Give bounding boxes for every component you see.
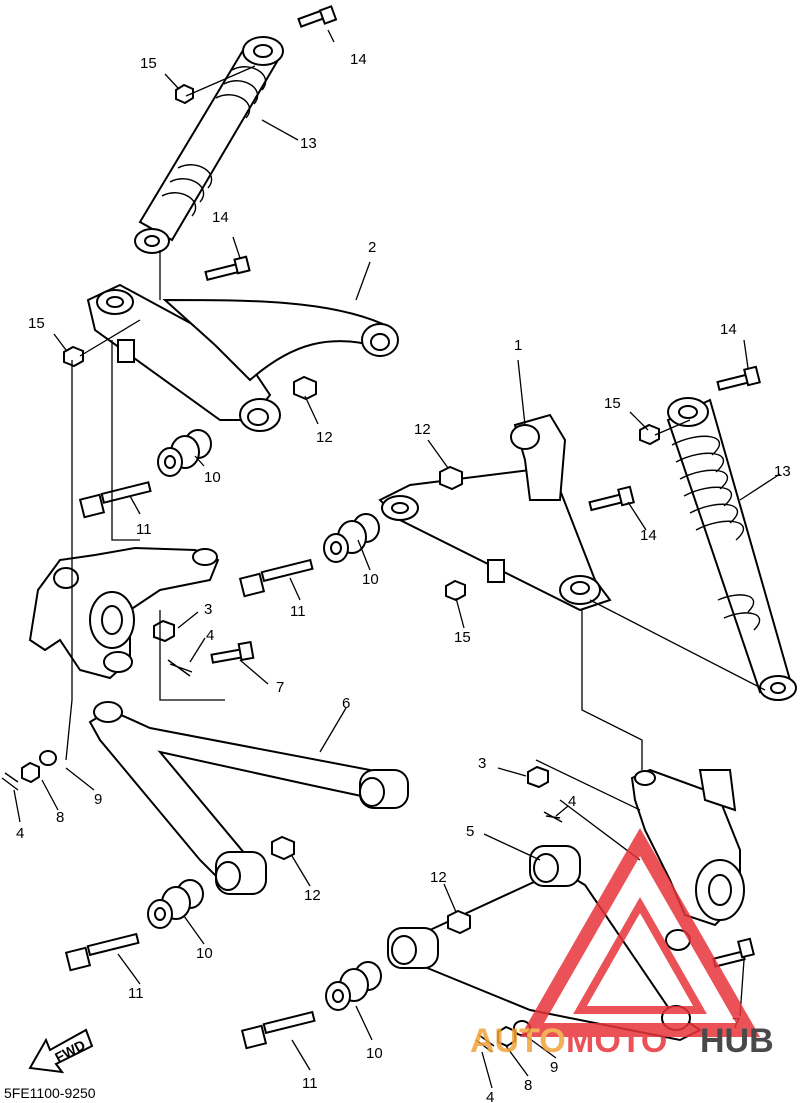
bolt-11-left bbox=[78, 481, 152, 519]
callout-12-lower-left: 12 bbox=[304, 887, 321, 904]
bushing-10-upper-left bbox=[157, 429, 212, 477]
callout-15-right: 15 bbox=[604, 395, 621, 412]
cotter-pin-4-left bbox=[1, 772, 19, 791]
callout-10-mid: 10 bbox=[362, 571, 379, 588]
callout-14-mid-right: 14 bbox=[640, 527, 657, 544]
callout-3-left: 3 bbox=[204, 601, 212, 618]
callout-13-top: 13 bbox=[300, 135, 317, 152]
bolt-7-left bbox=[210, 640, 255, 664]
bolt-11-lower-right bbox=[240, 1010, 316, 1050]
callout-14-top: 14 bbox=[350, 51, 367, 68]
callout-12-upper-left: 12 bbox=[316, 429, 333, 446]
bushing-10-lower-right bbox=[325, 961, 382, 1011]
callout-15-left: 15 bbox=[28, 315, 45, 332]
callout-4-left: 4 bbox=[16, 825, 24, 842]
callout-11-lower-left: 11 bbox=[128, 985, 144, 1002]
shock-absorber-left bbox=[134, 36, 284, 254]
watermark-text-auto: AUTO bbox=[470, 1022, 566, 1060]
nut-15-mid bbox=[445, 579, 466, 602]
callout-2: 2 bbox=[368, 239, 376, 256]
cotter-pin-4-left-mid bbox=[167, 659, 193, 677]
callout-12-mid: 12 bbox=[414, 421, 431, 438]
callout-4-right: 4 bbox=[486, 1089, 494, 1103]
callout-7-left: 7 bbox=[276, 679, 284, 696]
leader-lines bbox=[13, 29, 781, 1089]
bolt-11-lower-left bbox=[64, 932, 140, 972]
nut-15-top bbox=[175, 83, 194, 105]
nut-3-right bbox=[527, 765, 549, 789]
collar-12-upper-left bbox=[293, 375, 317, 401]
washer-9-left bbox=[39, 750, 57, 766]
nut-15-right bbox=[639, 423, 660, 446]
callout-1: 1 bbox=[514, 337, 522, 354]
callout-9-right: 9 bbox=[550, 1059, 558, 1076]
callout-5: 5 bbox=[466, 823, 474, 840]
bushing-10-lower-left bbox=[147, 879, 204, 929]
lower-arm-right bbox=[387, 845, 702, 1042]
callout-numbers: 2 1 13 14 15 14 15 12 10 11 3 4 7 6 9 8 … bbox=[16, 51, 791, 1103]
bolt-14-mid-right bbox=[588, 485, 635, 512]
knuckle-left bbox=[28, 546, 220, 680]
cotter-pin-4-right-mid bbox=[543, 811, 563, 823]
nut-8-right bbox=[497, 1025, 516, 1048]
collar-12-lower-right bbox=[447, 909, 471, 935]
callout-15-top: 15 bbox=[140, 55, 157, 72]
callout-14-mid-left: 14 bbox=[212, 209, 229, 226]
watermark-triangle-icon bbox=[519, 827, 761, 1037]
bolt-11-mid bbox=[238, 558, 314, 598]
callout-10-upper-left: 10 bbox=[204, 469, 221, 486]
cotter-pin-4-right bbox=[475, 1034, 495, 1053]
callout-10-lower-left: 10 bbox=[196, 945, 213, 962]
callout-11-lower-right: 11 bbox=[302, 1075, 318, 1092]
watermark-text-moto: MOTO bbox=[566, 1022, 667, 1060]
lower-arm-left bbox=[88, 701, 409, 895]
bolt-14-top bbox=[297, 5, 338, 28]
callout-11-left: 11 bbox=[136, 521, 152, 538]
bolt-14-right bbox=[716, 365, 761, 391]
knuckle-right bbox=[630, 768, 745, 951]
callout-10-lower-right: 10 bbox=[366, 1045, 383, 1062]
nut-3-left bbox=[153, 619, 175, 643]
callout-3-right: 3 bbox=[478, 755, 486, 772]
callout-8-left: 8 bbox=[56, 809, 64, 826]
nut-15-left bbox=[63, 345, 84, 368]
collar-12-lower-left bbox=[271, 835, 295, 861]
bolt-7-right bbox=[712, 937, 755, 968]
upper-arm-left bbox=[86, 283, 399, 432]
collar-12-mid bbox=[439, 465, 463, 491]
part-code: 5FE1100-9250 bbox=[4, 1085, 96, 1101]
callout-4-left-mid: 4 bbox=[206, 627, 214, 644]
callout-11-mid: 11 bbox=[290, 603, 306, 620]
callout-15-mid: 15 bbox=[454, 629, 471, 646]
callout-6: 6 bbox=[342, 695, 350, 712]
watermark-text-hub: HUB bbox=[700, 1022, 774, 1060]
shock-absorber-right bbox=[666, 397, 797, 701]
nut-8-left bbox=[21, 761, 40, 784]
assembly-lines bbox=[65, 65, 766, 861]
callout-14-right: 14 bbox=[720, 321, 737, 338]
callout-13-right: 13 bbox=[774, 463, 791, 480]
upper-arm-right bbox=[378, 413, 612, 612]
bushing-10-mid bbox=[323, 513, 380, 563]
bolt-14-mid-left bbox=[204, 255, 251, 281]
callout-4-right-mid: 4 bbox=[568, 793, 576, 810]
callout-12-lower-right: 12 bbox=[430, 869, 447, 886]
automotohub-watermark: AUTO MOTO HUB bbox=[470, 827, 774, 1060]
callout-8-right: 8 bbox=[524, 1077, 532, 1094]
forward-arrow-icon: FWD bbox=[28, 1028, 94, 1074]
callout-9-left: 9 bbox=[94, 791, 102, 808]
